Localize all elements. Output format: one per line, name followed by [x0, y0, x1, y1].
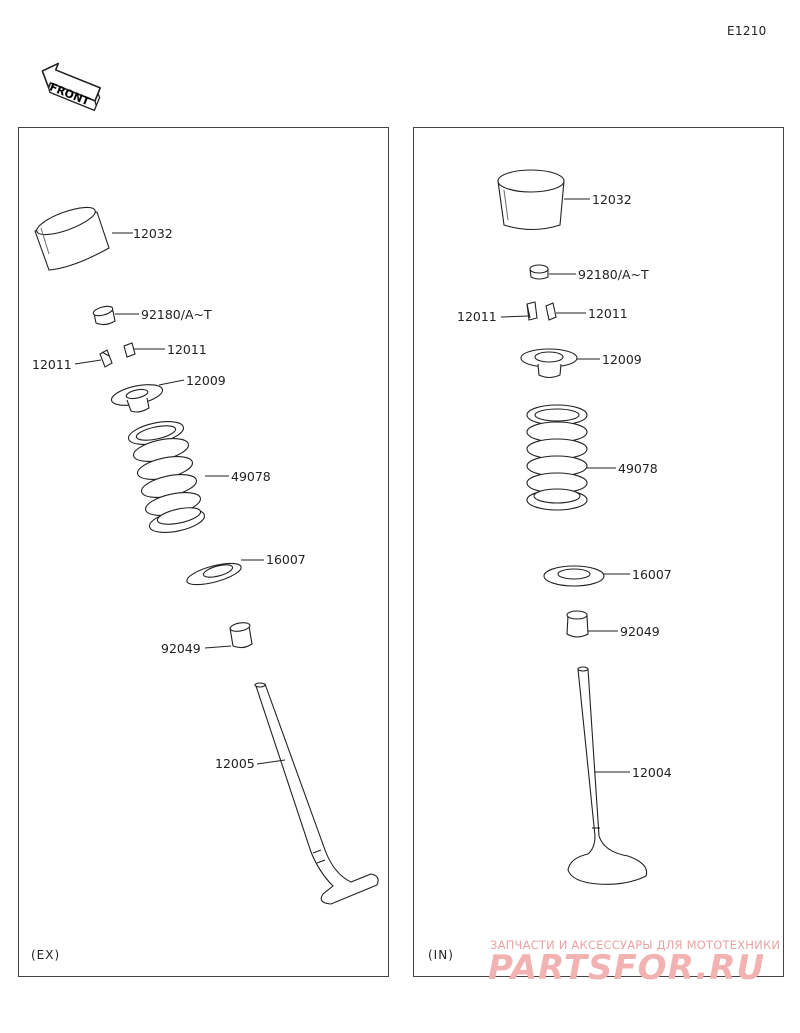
in-label-retainer: 12009 [602, 352, 642, 367]
in-label-tappet: 12032 [592, 192, 632, 207]
in-cotter-right-drawing [545, 302, 557, 321]
in-label-spring-seat: 16007 [632, 567, 672, 582]
diagram-code: E1210 [727, 24, 767, 38]
in-panel: 12032 92180/A~T 12011 12011 12009 49078 … [413, 127, 784, 977]
in-label-stem-seal: 92049 [620, 624, 660, 639]
in-shim-drawing [529, 264, 549, 280]
watermark-logo: PARTSFOR.RU [488, 948, 766, 988]
in-label-spring: 49078 [618, 461, 658, 476]
front-arrow-icon: FRONT [41, 62, 102, 112]
ex-label-shim: 92180/A~T [141, 307, 212, 322]
in-label-shim: 92180/A~T [578, 267, 649, 282]
in-spring-drawing [526, 404, 588, 511]
ex-parts-drawing [34, 206, 379, 905]
ex-stem-seal-drawing [229, 622, 253, 649]
ex-label-stem-seal: 92049 [161, 641, 201, 656]
ex-cotter-left-drawing [99, 349, 113, 368]
in-valve-drawing [567, 666, 648, 885]
ex-panel: 12032 92180/A~T 12011 12011 12009 49078 … [18, 127, 389, 977]
in-corner-label: (IN) [428, 948, 454, 962]
in-label-cotter-right: 12011 [588, 306, 628, 321]
ex-label-spring: 49078 [231, 469, 271, 484]
in-label-cotter-left: 12011 [457, 309, 497, 324]
in-parts-drawing [497, 169, 648, 885]
ex-label-cotter-left: 12011 [32, 357, 72, 372]
ex-cotter-right-drawing [123, 342, 136, 358]
ex-label-valve: 12005 [215, 756, 255, 771]
in-spring-seat-drawing [543, 565, 605, 587]
ex-retainer-drawing [110, 384, 164, 413]
in-label-valve: 12004 [632, 765, 672, 780]
ex-corner-label: (EX) [31, 948, 61, 962]
in-stem-seal-drawing [566, 610, 589, 638]
ex-spring-drawing [127, 421, 206, 533]
in-retainer-drawing [520, 348, 578, 379]
in-tappet-drawing [497, 169, 565, 231]
ex-label-spring-seat: 16007 [266, 552, 306, 567]
ex-valve-drawing [254, 682, 379, 905]
ex-tappet-drawing [34, 206, 110, 271]
ex-label-cotter-right: 12011 [167, 342, 207, 357]
ex-spring-seat-drawing [186, 562, 242, 586]
ex-label-retainer: 12009 [186, 373, 226, 388]
watermark-tagline: ЗАПЧАСТИ И АКСЕССУАРЫ ДЛЯ МОТОТЕХНИКИ [490, 938, 781, 952]
ex-shim-drawing [92, 305, 116, 326]
ex-label-tappet: 12032 [133, 226, 173, 241]
